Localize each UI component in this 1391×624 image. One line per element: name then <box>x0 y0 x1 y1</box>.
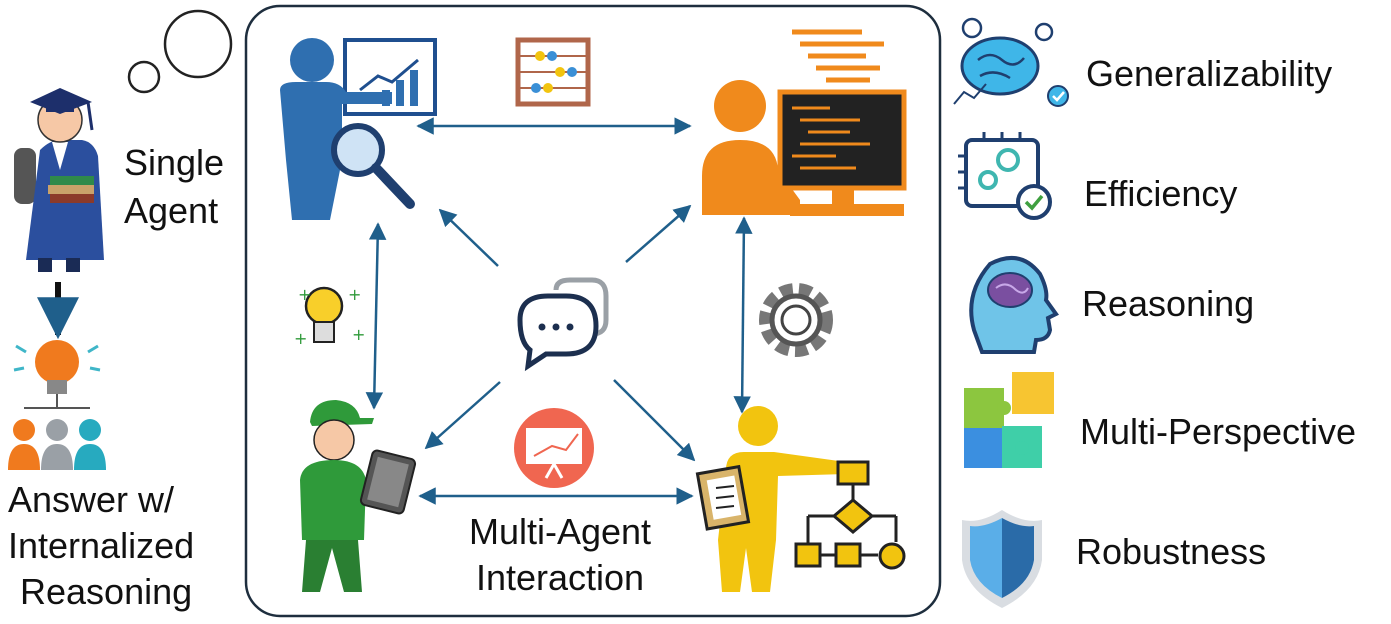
chip-gear-icon <box>958 132 1052 220</box>
multi-agent-interaction-line1: Multi-Agent <box>468 511 652 552</box>
property-generalizability: Generalizability <box>1086 53 1333 94</box>
chat-bubbles-icon <box>517 277 609 372</box>
arrow-center-coder <box>625 204 692 263</box>
interaction-arrows <box>365 117 753 505</box>
property-efficiency: Efficiency <box>1084 173 1238 214</box>
head-brain-icon <box>969 255 1059 354</box>
graduate-agent-icon <box>14 88 104 272</box>
gear-icon <box>759 283 833 357</box>
svg-text:+: + <box>294 329 307 348</box>
arrow-center-analyst <box>438 208 499 267</box>
arrow-analyst-worker <box>365 222 387 410</box>
svg-text:+: + <box>352 325 365 344</box>
planner-agent-icon <box>695 406 906 592</box>
analyst-agent-icon <box>280 38 437 220</box>
property-multi-perspective: Multi-Perspective <box>1080 411 1357 452</box>
coder-agent-icon <box>702 29 907 216</box>
arrow-coder-planner <box>733 216 753 414</box>
svg-text:+: + <box>348 285 361 304</box>
answer-label-line1: Answer w/ <box>8 479 175 520</box>
idea-team-icon <box>8 340 106 470</box>
property-reasoning: Reasoning <box>1082 283 1255 324</box>
worker-agent-icon <box>300 400 417 592</box>
thought-bubbles <box>127 9 233 94</box>
puzzle-pieces-icon <box>964 372 1054 468</box>
lightbulb-icon: + + + + <box>294 285 365 348</box>
multi-agent-interaction-line2: Interaction <box>475 557 645 598</box>
brain-network-icon <box>953 17 1069 107</box>
single-agent-label-line2: Agent <box>124 190 219 231</box>
answer-label-line3: Reasoning <box>20 571 193 612</box>
shield-icon <box>962 510 1042 608</box>
answer-label-line2: Internalized <box>8 525 195 566</box>
svg-text:+: + <box>298 285 311 304</box>
abacus-icon <box>515 37 591 107</box>
arrow-center-worker <box>424 381 501 450</box>
whiteboard-icon <box>514 408 594 488</box>
arrow-center-planner <box>613 379 696 462</box>
property-robustness: Robustness <box>1076 531 1267 572</box>
single-agent-label-line1: Single <box>124 142 225 183</box>
